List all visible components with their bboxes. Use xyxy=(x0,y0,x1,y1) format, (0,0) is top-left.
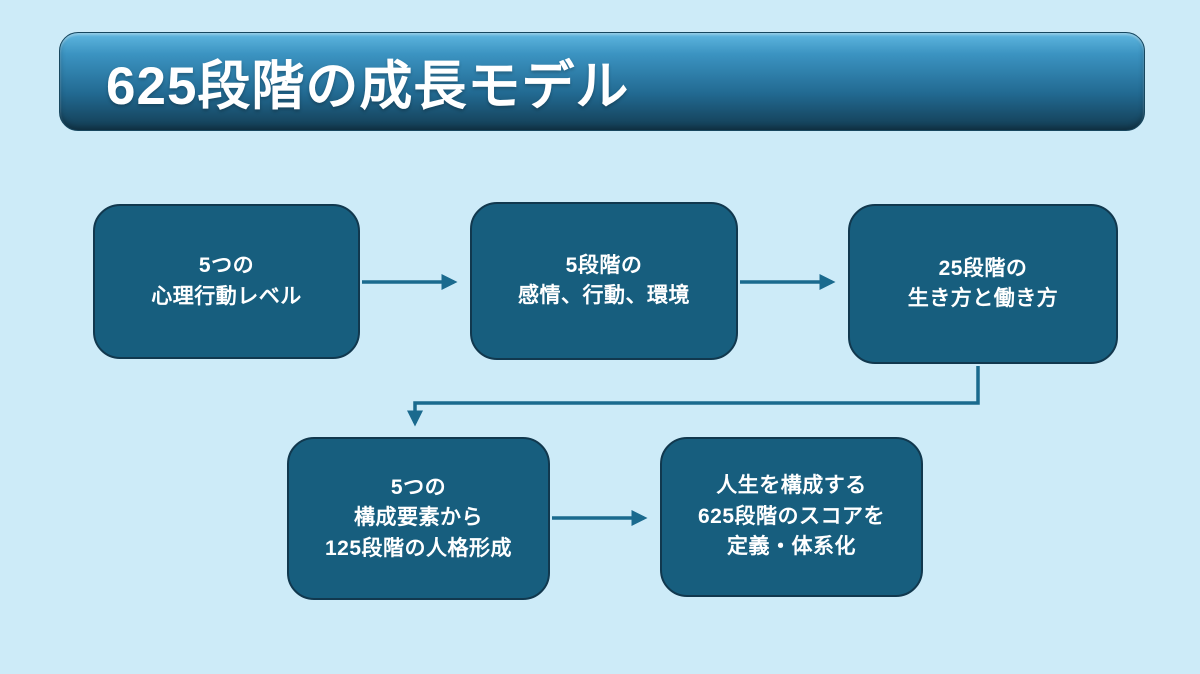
title-banner: 625段階の成長モデル xyxy=(59,32,1145,131)
flow-node-score-systemization-label: 人生を構成する 625段階のスコアを 定義・体系化 xyxy=(697,474,886,559)
flow-node-emotion-action-env-label: 5段階の 感情、行動、環境 xyxy=(518,253,690,307)
flow-node-psych-levels-label: 5つの 心理行動レベル xyxy=(151,254,302,308)
slide-title: 625段階の成長モデル xyxy=(106,56,630,116)
flow-node-living-working-label: 25段階の 生き方と働き方 xyxy=(907,256,1059,310)
arrow-node3-to-node4-elbow xyxy=(406,366,980,427)
flow-node-emotion-action-env: 5段階の 感情、行動、環境 xyxy=(470,202,738,360)
flow-node-psych-levels: 5つの 心理行動レベル xyxy=(93,204,360,359)
flow-node-living-working: 25段階の 生き方と働き方 xyxy=(848,204,1118,364)
flow-node-score-systemization: 人生を構成する 625段階のスコアを 定義・体系化 xyxy=(660,437,923,597)
flow-node-personality-formation-label: 5つの 構成要素から 125段階の人格形成 xyxy=(324,475,513,560)
flow-node-personality-formation: 5つの 構成要素から 125段階の人格形成 xyxy=(287,437,550,600)
